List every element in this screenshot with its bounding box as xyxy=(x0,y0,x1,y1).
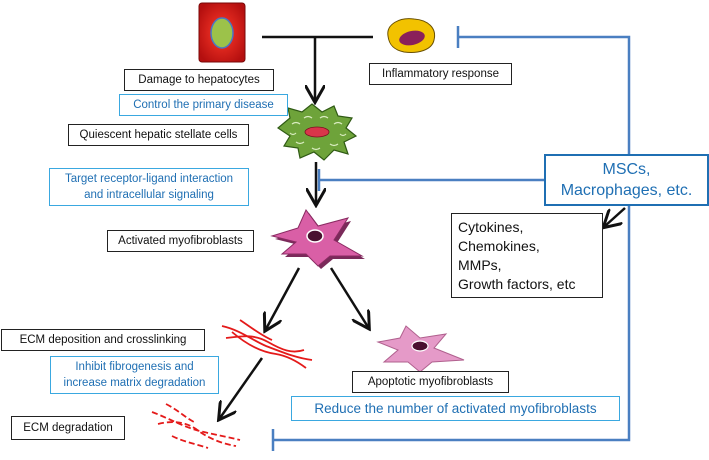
quiescent-stellate-cell-icon xyxy=(276,103,358,161)
apoptotic-label: Apoptotic myofibroblasts xyxy=(352,371,509,393)
factors-line-1: Cytokines, xyxy=(458,218,524,235)
ecm-degradation-label: ECM degradation xyxy=(11,416,125,440)
activated-label: Activated myofibroblasts xyxy=(107,230,254,252)
secretion-arrow xyxy=(605,207,626,226)
inhibit-fibrogenesis-label: Inhibit fibrogenesis and increase matrix… xyxy=(50,356,219,394)
mscs-line-1: MSCs, xyxy=(602,161,651,178)
target-signaling-label: Target receptor-ligand interaction and i… xyxy=(49,168,249,206)
apoptotic-myofibroblast-icon xyxy=(376,325,465,373)
hepatocyte-icon xyxy=(198,2,246,63)
degraded-ecm-fiber-icon xyxy=(151,403,241,449)
activated-myofibroblast-icon xyxy=(270,209,365,269)
target-line-2: and intracellular signaling xyxy=(84,189,214,201)
factors-line-2: Chemokines, xyxy=(458,237,540,254)
reduce-myofibroblasts-label: Reduce the number of activated myofibrob… xyxy=(291,396,620,421)
control-disease-label: Control the primary disease xyxy=(119,94,288,116)
degradation-arrow xyxy=(220,357,264,418)
mscs-box: MSCs, Macrophages, etc. xyxy=(544,154,709,206)
quiescent-label: Quiescent hepatic stellate cells xyxy=(68,124,249,146)
inhibit-line-2: increase matrix degradation xyxy=(63,377,206,389)
convergence-arrow xyxy=(262,35,373,100)
deposition-arrow xyxy=(266,267,301,329)
target-line-1: Target receptor-ligand interaction xyxy=(64,173,234,185)
damage-label: Damage to hepatocytes xyxy=(124,69,274,91)
ecm-fiber-icon xyxy=(221,319,313,369)
factors-line-3: MMPs, xyxy=(458,256,502,273)
ecm-deposition-label: ECM deposition and crosslinking xyxy=(1,329,205,351)
inhibit-line-1: Inhibit fibrogenesis and xyxy=(75,361,194,373)
factors-line-4: Growth factors, etc xyxy=(458,275,576,292)
inhibition-lines xyxy=(271,26,631,451)
mscs-line-2: Macrophages, etc. xyxy=(560,182,693,199)
inflammatory-cell-icon xyxy=(387,18,436,53)
secreted-factors-box: Cytokines, Chemokines, MMPs, Growth fact… xyxy=(451,213,603,298)
inflammatory-label: Inflammatory response xyxy=(369,63,512,85)
apoptosis-arrow xyxy=(329,267,368,327)
